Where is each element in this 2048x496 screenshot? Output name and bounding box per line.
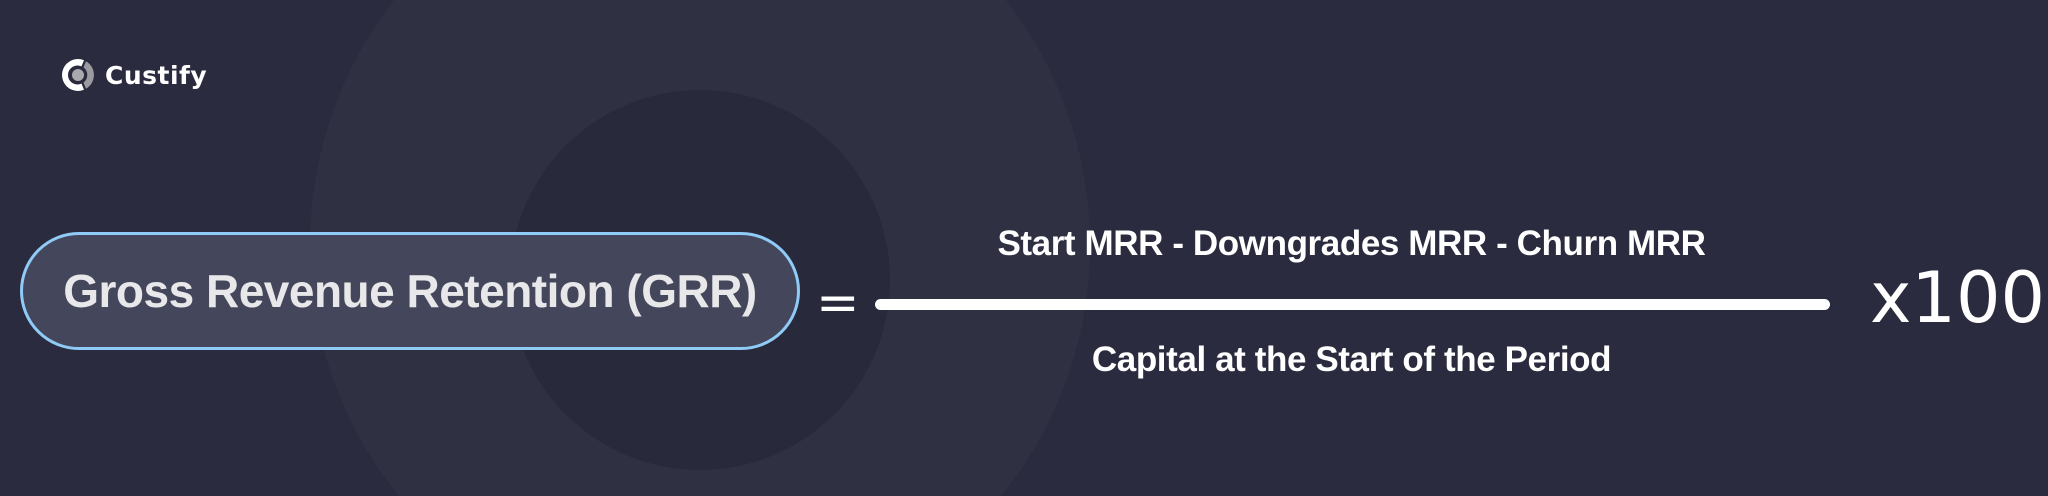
metric-label: Gross Revenue Retention (GRR) bbox=[63, 265, 757, 317]
fraction-bar bbox=[875, 299, 1830, 310]
metric-pill: Gross Revenue Retention (GRR) bbox=[20, 232, 800, 350]
custify-logo-icon bbox=[62, 59, 94, 91]
formula-numerator: Start MRR - Downgrades MRR - Churn MRR bbox=[997, 224, 1706, 263]
equals-sign: = bbox=[816, 273, 860, 333]
brand-logo: Custify bbox=[60, 57, 207, 93]
brand-name: Custify bbox=[105, 60, 208, 90]
formula-denominator: Capital at the Start of the Period bbox=[1091, 340, 1612, 379]
formula-multiplier: x100 bbox=[1870, 257, 2046, 339]
